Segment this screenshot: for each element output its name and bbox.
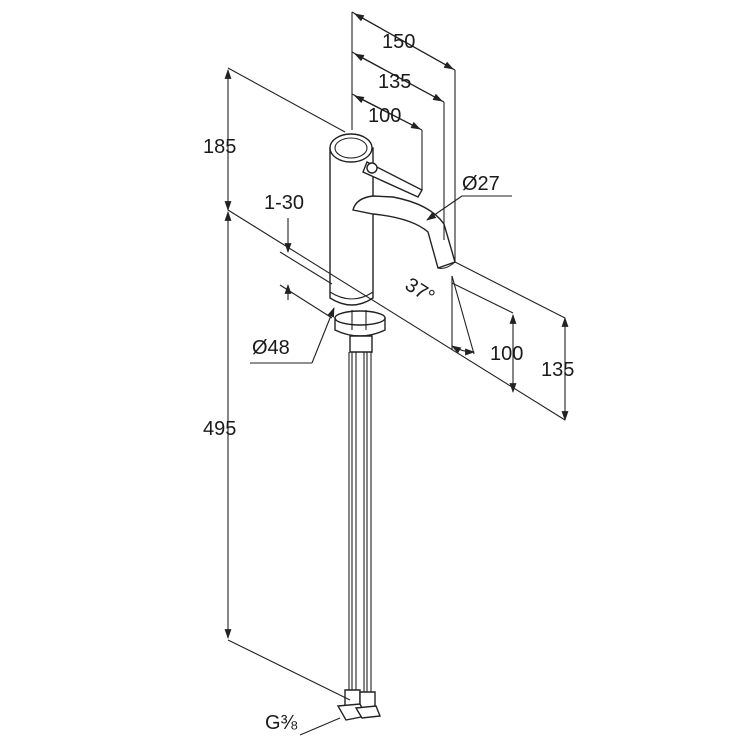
supply-hoses <box>348 352 372 692</box>
dim-thread-leader <box>299 717 341 736</box>
label-100-height: 100 <box>490 343 523 365</box>
lever-handle <box>362 161 423 198</box>
dim-135-width-line <box>354 53 443 102</box>
label-135-height: 135 <box>541 359 574 381</box>
label-d48: Ø48 <box>252 337 290 359</box>
dim-d27-leader <box>426 195 512 221</box>
dim-angle-lines <box>451 275 475 356</box>
dim-d48-leader <box>250 307 335 364</box>
faucet-body <box>329 133 374 306</box>
label-100-lever: 100 <box>368 105 401 127</box>
dim-100-lever-line <box>354 95 421 130</box>
label-g38: G⅜ <box>265 712 298 734</box>
mounting-nut <box>334 310 386 353</box>
label-135-width: 135 <box>378 71 411 93</box>
dim-1-30-lines <box>279 218 333 319</box>
label-1-30: 1-30 <box>264 192 304 214</box>
label-d27: Ø27 <box>462 173 500 195</box>
label-495: 495 <box>203 418 236 440</box>
hose-fittings <box>336 689 381 721</box>
label-37-deg: 37° <box>401 274 438 309</box>
label-185: 185 <box>203 136 236 158</box>
label-150: 150 <box>382 31 415 53</box>
